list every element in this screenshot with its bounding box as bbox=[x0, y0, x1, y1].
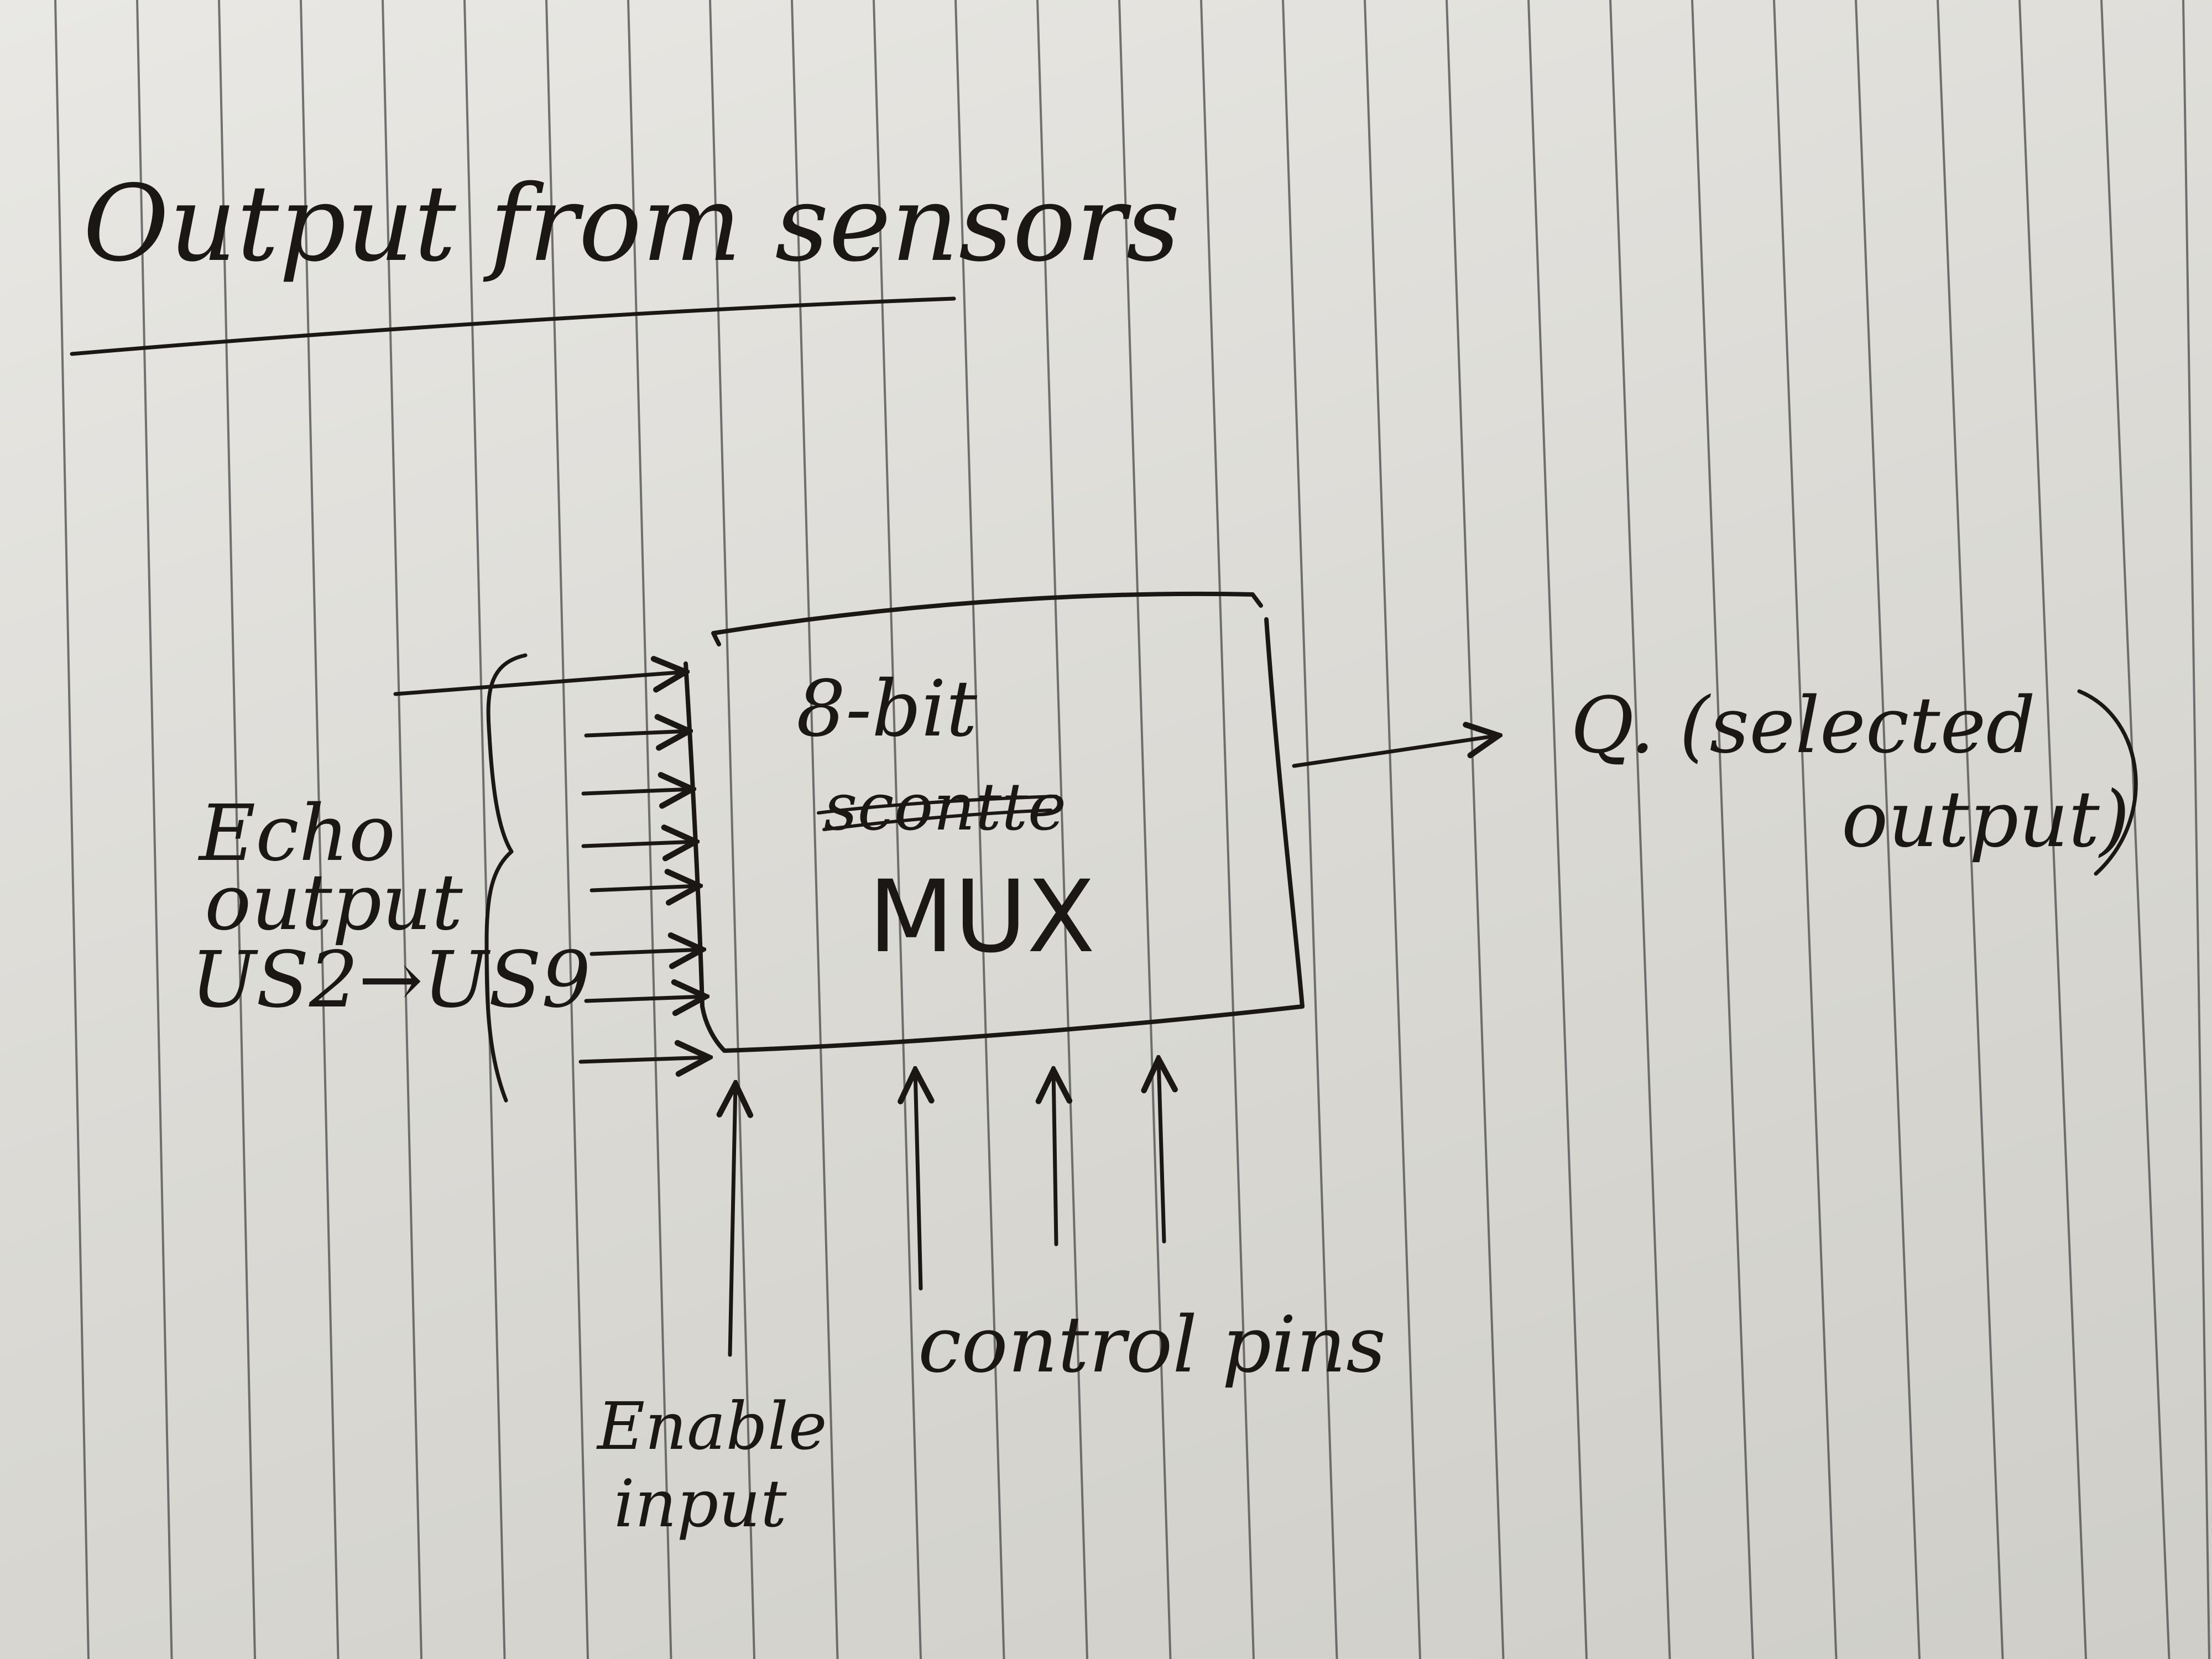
ruling-line bbox=[1364, 0, 1421, 1659]
ruling-line bbox=[1036, 0, 1088, 1659]
output-label-line2: output) bbox=[1841, 775, 2130, 865]
ruling-line bbox=[1200, 0, 1255, 1659]
mux-block-bottom-edge bbox=[700, 1004, 1305, 1053]
input-arrow bbox=[581, 842, 696, 846]
ruling-line bbox=[54, 0, 90, 1659]
ruling-line bbox=[627, 0, 672, 1659]
strike-through-scribble bbox=[817, 795, 1058, 831]
ruling-line bbox=[2100, 0, 2171, 1659]
enable-label-line1: Enable bbox=[596, 1388, 827, 1464]
ruling-line bbox=[1609, 0, 1671, 1659]
ruling-line bbox=[1118, 0, 1172, 1659]
control-pins-label: control pins bbox=[918, 1300, 1386, 1390]
ruling-line bbox=[1773, 0, 1838, 1659]
ruling-line bbox=[1691, 0, 1754, 1659]
mux-block-top-edge bbox=[711, 591, 1263, 646]
ruling-line bbox=[1282, 0, 1338, 1659]
ruling-line bbox=[2018, 0, 2087, 1659]
ruling-line bbox=[2182, 0, 2210, 1659]
ruling-line bbox=[300, 0, 340, 1659]
mux-label: MUX bbox=[868, 859, 1095, 975]
ruling-line bbox=[709, 0, 755, 1659]
input-arrows bbox=[393, 672, 709, 1062]
control-pin-arrow bbox=[1159, 1059, 1164, 1244]
enable-input-arrow bbox=[730, 1084, 735, 1357]
input-arrow bbox=[584, 731, 689, 735]
enable-label-line2: input bbox=[614, 1465, 787, 1542]
ruling-line bbox=[791, 0, 839, 1659]
input-brace bbox=[484, 653, 528, 1103]
ruling-line bbox=[218, 0, 256, 1659]
ruling-line bbox=[136, 0, 173, 1659]
control-pin-arrow bbox=[915, 1070, 921, 1291]
diagram-title: Output from sensors bbox=[83, 163, 1180, 285]
mux-block-left-edge bbox=[684, 661, 705, 1009]
ruling-line bbox=[873, 0, 922, 1659]
input-arrow bbox=[589, 950, 702, 954]
ruling-line bbox=[1855, 0, 1921, 1659]
output-arrow bbox=[1292, 735, 1499, 768]
input-arrow bbox=[584, 997, 706, 1001]
ruling-line bbox=[1446, 0, 1505, 1659]
input-arrow bbox=[581, 789, 692, 794]
inputs-label-line3: US2→US9 bbox=[191, 935, 591, 1025]
input-arrow bbox=[578, 1057, 709, 1062]
output-label-line1: Q. (selected bbox=[1571, 681, 2036, 771]
ruling-line bbox=[954, 0, 1005, 1659]
ruling-line bbox=[1527, 0, 1588, 1659]
title-underline bbox=[70, 296, 956, 356]
ruling-line bbox=[463, 0, 506, 1659]
control-pin-arrow bbox=[1053, 1070, 1056, 1246]
input-arrow bbox=[393, 672, 686, 696]
mux-width-label: 8-bit bbox=[796, 664, 978, 754]
ruling-line bbox=[382, 0, 422, 1659]
input-arrow bbox=[589, 886, 699, 890]
inputs-label-line2: output bbox=[205, 858, 463, 948]
output-closing-paren bbox=[2077, 689, 2138, 876]
inputs-label-line1: Echo bbox=[197, 789, 395, 879]
ruling-line bbox=[1937, 0, 2004, 1659]
paper-ruling-lines bbox=[54, 0, 2210, 1659]
ruling-line bbox=[545, 0, 589, 1659]
mux-block-right-edge bbox=[1264, 617, 1305, 1009]
control-pin-arrows bbox=[915, 1059, 1164, 1291]
